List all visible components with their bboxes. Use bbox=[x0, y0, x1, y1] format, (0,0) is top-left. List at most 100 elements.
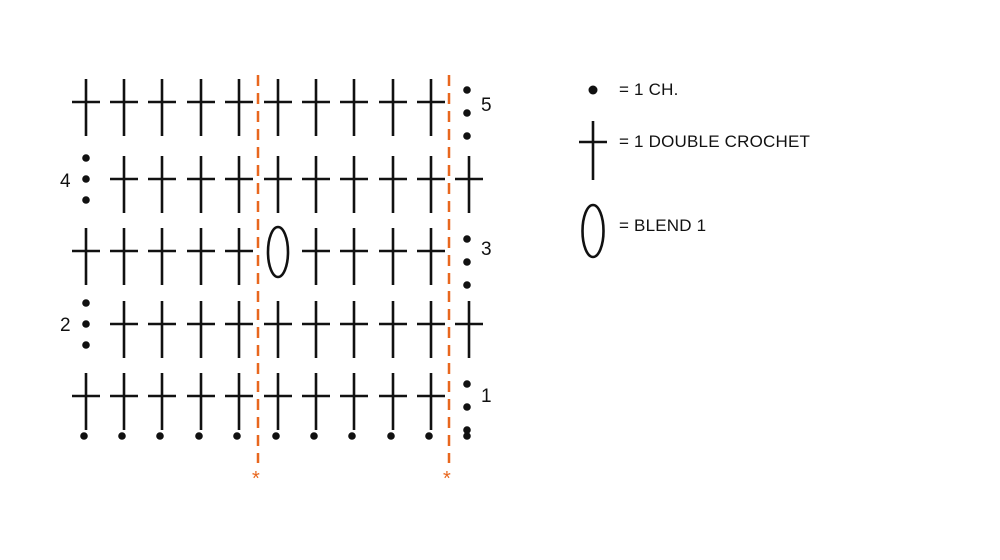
turning-chain-2 bbox=[82, 299, 90, 349]
double-crochet-stitch bbox=[417, 228, 445, 285]
double-crochet-stitch bbox=[417, 301, 445, 358]
chain-dot bbox=[463, 86, 471, 94]
stitch-row-1 bbox=[72, 373, 471, 434]
double-crochet-stitch bbox=[340, 228, 368, 285]
double-crochet-stitch bbox=[302, 156, 330, 213]
stitch-row-5 bbox=[72, 79, 471, 140]
double-crochet-stitch bbox=[302, 301, 330, 358]
chain-dot bbox=[118, 432, 126, 440]
double-crochet-stitch bbox=[379, 156, 407, 213]
row-number-4: 4 bbox=[60, 171, 71, 192]
double-crochet-stitch bbox=[148, 301, 176, 358]
chain-dot-icon bbox=[588, 85, 598, 95]
double-crochet-stitch bbox=[72, 373, 100, 430]
double-crochet-stitch bbox=[148, 373, 176, 430]
chain-dot bbox=[310, 432, 318, 440]
chain-dot bbox=[463, 432, 471, 440]
double-crochet-stitch bbox=[340, 79, 368, 136]
chain-dot bbox=[82, 154, 90, 162]
blend-stitch bbox=[266, 225, 290, 279]
double-crochet-stitch bbox=[225, 301, 253, 358]
double-crochet-stitch bbox=[264, 156, 292, 213]
double-crochet-stitch bbox=[455, 156, 483, 213]
double-crochet-stitch bbox=[110, 228, 138, 285]
double-crochet-stitch bbox=[340, 373, 368, 430]
turning-chain-3 bbox=[463, 235, 471, 289]
double-crochet-stitch bbox=[379, 373, 407, 430]
double-crochet-stitch bbox=[417, 373, 445, 430]
row-number-3: 3 bbox=[481, 239, 492, 260]
chain-dot bbox=[463, 403, 471, 411]
double-crochet-stitch bbox=[110, 79, 138, 136]
chain-dot bbox=[80, 432, 88, 440]
legend-blend-text: = BLEND 1 bbox=[619, 216, 707, 235]
stitch-row-3 bbox=[72, 225, 471, 289]
double-crochet-stitch bbox=[110, 373, 138, 430]
turning-chain-4 bbox=[82, 154, 90, 204]
double-crochet-stitch bbox=[264, 373, 292, 430]
double-crochet-stitch bbox=[187, 228, 215, 285]
double-crochet-icon bbox=[579, 121, 607, 180]
double-crochet-stitch bbox=[72, 79, 100, 136]
chain-dot bbox=[233, 432, 241, 440]
chain-dot bbox=[82, 320, 90, 328]
chain-dot bbox=[348, 432, 356, 440]
chain-dot bbox=[463, 426, 471, 434]
blend-oval-icon bbox=[581, 203, 605, 259]
double-crochet-stitch bbox=[225, 156, 253, 213]
turning-chain-1 bbox=[463, 380, 471, 434]
row-number-2: 2 bbox=[60, 315, 71, 336]
double-crochet-stitch bbox=[264, 301, 292, 358]
legend-double-crochet-text: = 1 DOUBLE CROCHET bbox=[619, 132, 811, 151]
double-crochet-stitch bbox=[340, 301, 368, 358]
chain-dot bbox=[82, 341, 90, 349]
foundation-chain-row bbox=[80, 432, 471, 440]
repeat-marker-lines bbox=[256, 75, 451, 463]
double-crochet-stitch bbox=[148, 156, 176, 213]
double-crochet-stitch bbox=[110, 156, 138, 213]
chain-dot bbox=[425, 432, 433, 440]
turning-chain-5 bbox=[463, 86, 471, 140]
double-crochet-stitch bbox=[379, 79, 407, 136]
double-crochet-stitch bbox=[302, 373, 330, 430]
double-crochet-stitch bbox=[148, 228, 176, 285]
double-crochet-stitch bbox=[225, 228, 253, 285]
repeat-marker-end: * bbox=[443, 468, 451, 490]
legend-icons bbox=[579, 85, 607, 259]
double-crochet-stitch bbox=[264, 79, 292, 136]
double-crochet-stitch bbox=[187, 156, 215, 213]
chain-dot bbox=[463, 132, 471, 140]
stitch-row-2 bbox=[82, 299, 483, 358]
chain-dot bbox=[82, 196, 90, 204]
chain-dot bbox=[82, 175, 90, 183]
double-crochet-stitch bbox=[302, 228, 330, 285]
chain-dot bbox=[195, 432, 203, 440]
chain-dot bbox=[463, 235, 471, 243]
chain-dot bbox=[156, 432, 164, 440]
chain-dot bbox=[463, 258, 471, 266]
double-crochet-stitch bbox=[379, 301, 407, 358]
double-crochet-stitch bbox=[72, 228, 100, 285]
double-crochet-stitch bbox=[148, 79, 176, 136]
double-crochet-stitch bbox=[455, 301, 483, 358]
double-crochet-stitch bbox=[225, 373, 253, 430]
double-crochet-stitch bbox=[302, 79, 330, 136]
double-crochet-stitch bbox=[225, 79, 253, 136]
double-crochet-stitch bbox=[379, 228, 407, 285]
double-crochet-stitch bbox=[187, 373, 215, 430]
double-crochet-stitch bbox=[340, 156, 368, 213]
double-crochet-stitch bbox=[110, 301, 138, 358]
double-crochet-stitch bbox=[187, 301, 215, 358]
stitch-row-4 bbox=[82, 154, 483, 213]
repeat-marker-start: * bbox=[252, 468, 260, 490]
double-crochet-stitch bbox=[417, 79, 445, 136]
chain-dot bbox=[463, 380, 471, 388]
stitch-rows bbox=[72, 79, 483, 434]
double-crochet-stitch bbox=[187, 79, 215, 136]
chain-dot bbox=[463, 281, 471, 289]
chain-dot bbox=[463, 109, 471, 117]
row-number-5: 5 bbox=[481, 95, 492, 116]
double-crochet-stitch bbox=[417, 156, 445, 213]
chain-dot bbox=[387, 432, 395, 440]
